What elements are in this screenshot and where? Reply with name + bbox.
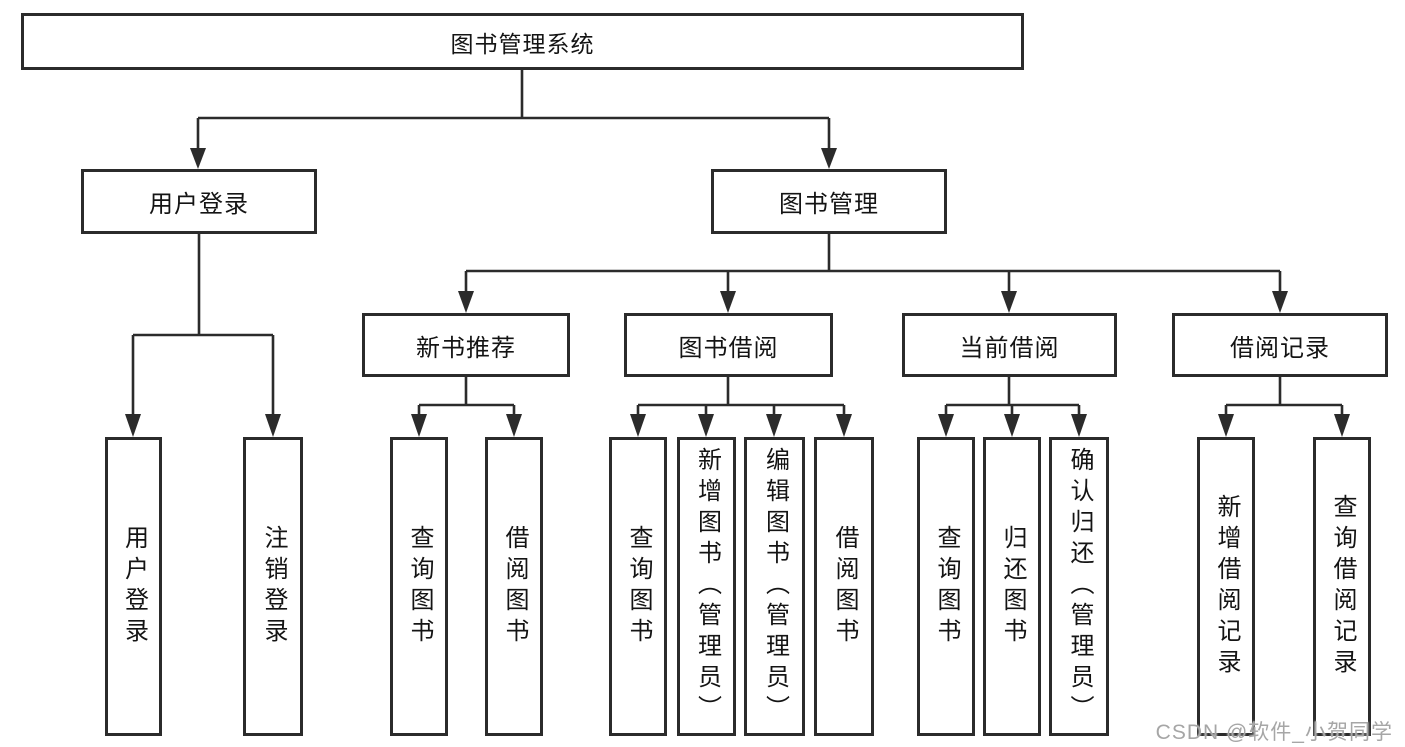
leaf-query-books-borrowing-label: 查询图书 bbox=[625, 524, 652, 649]
leaf-edit-book-admin: 编辑图书（管理员） bbox=[744, 437, 805, 736]
connector-user-login-children bbox=[131, 234, 275, 418]
leaf-edit-book-admin-label: 编辑图书（管理员） bbox=[761, 447, 789, 726]
node-book-borrowing: 图书借阅 bbox=[624, 313, 833, 377]
connector-root-to-level2 bbox=[196, 70, 831, 150]
leaf-query-books-recommend-label: 查询图书 bbox=[406, 524, 433, 649]
leaf-borrow-books-recommend: 借阅图书 bbox=[485, 437, 543, 736]
node-library-system: 图书管理系统 bbox=[21, 13, 1024, 70]
node-new-book-recommend: 新书推荐 bbox=[362, 313, 570, 377]
leaf-add-book-admin: 新增图书（管理员） bbox=[677, 437, 736, 736]
node-library-system-label: 图书管理系统 bbox=[450, 30, 595, 57]
csdn-watermark: CSDN @软件_小贺同学 bbox=[1155, 721, 1393, 744]
leaf-query-books-current: 查询图书 bbox=[917, 437, 975, 736]
leaf-add-borrow-record: 新增借阅记录 bbox=[1197, 437, 1255, 736]
leaf-return-books: 归还图书 bbox=[983, 437, 1041, 736]
connector-new-book-children bbox=[417, 377, 516, 418]
leaf-query-books-borrowing: 查询图书 bbox=[609, 437, 667, 736]
connector-borrowing-children bbox=[636, 377, 846, 418]
node-borrowing-records: 借阅记录 bbox=[1172, 313, 1388, 377]
leaf-query-borrow-record: 查询借阅记录 bbox=[1313, 437, 1371, 736]
leaf-logout-label: 注销登录 bbox=[260, 524, 287, 649]
connector-book-mgmt-children bbox=[464, 234, 1282, 294]
leaf-query-borrow-record-label: 查询借阅记录 bbox=[1329, 493, 1356, 680]
node-book-borrowing-label: 图书借阅 bbox=[678, 334, 779, 362]
node-book-management-label: 图书管理 bbox=[779, 191, 879, 218]
node-book-management: 图书管理 bbox=[711, 169, 947, 234]
leaf-user-login: 用户登录 bbox=[105, 437, 162, 736]
node-user-login-label: 用户登录 bbox=[149, 191, 249, 218]
leaf-confirm-return-admin-label: 确认归还（管理员） bbox=[1066, 447, 1093, 726]
node-user-login: 用户登录 bbox=[81, 169, 317, 234]
node-current-borrowing-label: 当前借阅 bbox=[959, 334, 1060, 362]
leaf-logout: 注销登录 bbox=[243, 437, 303, 736]
leaf-query-books-recommend: 查询图书 bbox=[390, 437, 448, 736]
leaf-confirm-return-admin: 确认归还（管理员） bbox=[1049, 437, 1109, 736]
connector-current-children bbox=[944, 377, 1081, 418]
node-new-book-recommend-label: 新书推荐 bbox=[416, 334, 516, 362]
connector-records-children bbox=[1224, 377, 1344, 418]
leaf-query-books-current-label: 查询图书 bbox=[933, 524, 960, 649]
leaf-add-borrow-record-label: 新增借阅记录 bbox=[1213, 493, 1240, 680]
leaf-borrow-books-recommend-label: 借阅图书 bbox=[501, 524, 528, 649]
leaf-borrow-books-borrowing: 借阅图书 bbox=[814, 437, 874, 736]
leaf-return-books-label: 归还图书 bbox=[999, 524, 1026, 649]
node-current-borrowing: 当前借阅 bbox=[902, 313, 1117, 377]
node-borrowing-records-label: 借阅记录 bbox=[1230, 334, 1330, 362]
leaf-borrow-books-borrowing-label: 借阅图书 bbox=[831, 524, 858, 649]
arrowheads bbox=[125, 148, 1350, 437]
leaf-user-login-label: 用户登录 bbox=[120, 524, 148, 649]
leaf-add-book-admin-label: 新增图书（管理员） bbox=[693, 447, 721, 726]
